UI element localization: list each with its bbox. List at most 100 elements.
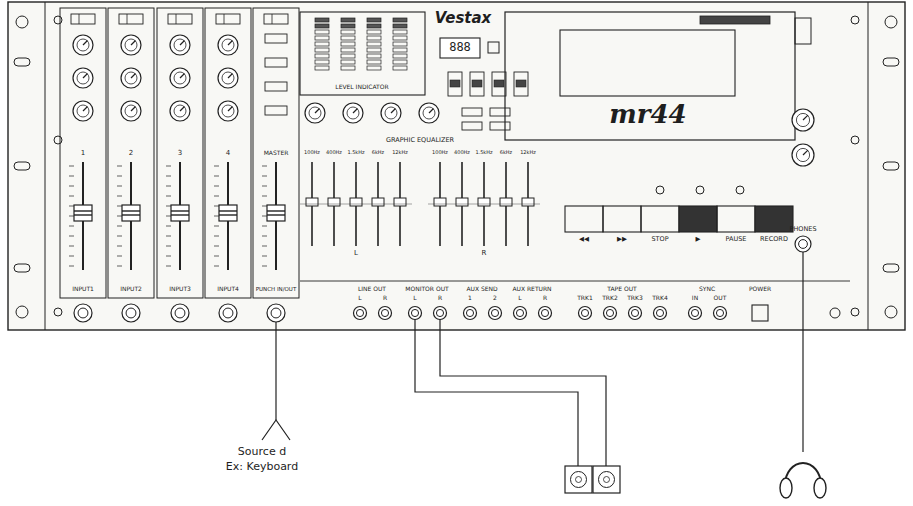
knob-cap <box>174 39 186 51</box>
knob-cap <box>796 148 809 161</box>
monitor-switch <box>490 108 510 116</box>
fader-tick <box>262 166 267 167</box>
eq-frequency: 400Hz <box>326 150 342 156</box>
rack-slot <box>883 58 899 66</box>
fader-tick <box>117 256 122 257</box>
eq-center-line <box>428 204 540 205</box>
group-label: TAPE OUT <box>607 286 636 293</box>
jack <box>489 307 502 320</box>
master-switch <box>265 106 287 115</box>
master-switch <box>265 82 287 91</box>
track-switch-mark <box>272 14 273 24</box>
jack <box>629 307 642 320</box>
selector-switch <box>448 72 462 96</box>
fader-tick <box>214 186 219 187</box>
fader-cap <box>267 205 285 221</box>
input-label: INPUT3 <box>169 286 191 293</box>
jack-socket <box>541 309 548 316</box>
keyboard-plug <box>262 420 290 440</box>
eq-knob <box>350 198 362 206</box>
channel-side: R <box>482 250 487 258</box>
eq-knob <box>372 198 384 206</box>
channel-number: 4 <box>226 150 230 158</box>
knob-pointer <box>353 109 358 114</box>
section-label: GRAPHIC EQUALIZER <box>386 137 454 144</box>
knob-pointer <box>429 109 434 114</box>
cassette-label-strip <box>700 16 770 24</box>
fader-tick <box>214 206 219 207</box>
rack-slot <box>14 264 30 272</box>
speaker-cone <box>599 472 615 488</box>
jack <box>434 307 447 320</box>
fader-tick <box>214 236 219 237</box>
jack-label: 1 <box>468 295 472 302</box>
meter-segment <box>367 36 381 40</box>
fader-grip <box>171 214 189 215</box>
fader-tick <box>166 216 171 217</box>
meter-segment <box>367 24 381 28</box>
fader-grip <box>267 214 285 215</box>
jack <box>219 304 237 322</box>
rack-panel <box>8 2 905 330</box>
jack <box>379 307 392 320</box>
knob-pointer <box>180 74 185 79</box>
eq-frequency: 100Hz <box>304 150 320 156</box>
fader-grip <box>122 210 140 211</box>
jack <box>354 307 367 320</box>
jack <box>795 236 811 252</box>
meter-segment <box>367 42 381 46</box>
eq-frequency: 1.5kHz <box>475 150 492 156</box>
knob-cap <box>125 105 137 117</box>
channel-strip <box>60 8 106 298</box>
jack-label: R <box>383 295 387 302</box>
group-label: LINE OUT <box>358 286 386 293</box>
knob <box>73 68 93 88</box>
meter-segment <box>393 18 407 22</box>
selector-knob <box>472 80 482 87</box>
eq-knob <box>434 198 446 206</box>
fader-tick <box>214 196 219 197</box>
panel-art <box>8 2 905 498</box>
fader-grip <box>171 210 189 211</box>
model-logo: mr44 <box>609 100 686 129</box>
meter-segment <box>341 66 355 70</box>
meter-segment <box>393 60 407 64</box>
eq-knob <box>500 198 512 206</box>
knob-pointer <box>180 41 185 46</box>
transport-label: ▶ <box>696 236 701 243</box>
jack-label: IN <box>692 295 698 302</box>
meter-segment <box>393 54 407 58</box>
channel-strip <box>108 8 154 298</box>
headphone-cable <box>802 252 803 452</box>
selector-switch <box>470 72 484 96</box>
jack-socket <box>356 309 363 316</box>
knob-pointer <box>83 41 88 46</box>
fader-tick <box>214 166 219 167</box>
rack-screw <box>885 306 897 318</box>
knob-pointer <box>391 109 396 114</box>
eq-frequency: 12kHz <box>520 150 536 156</box>
fader-tick <box>262 186 267 187</box>
fader-tick <box>262 176 267 177</box>
meter-segment <box>393 66 407 70</box>
rack-slot <box>14 162 30 170</box>
section-label: LEVEL INDICATOR <box>335 84 388 91</box>
fader-tick <box>262 196 267 197</box>
eq-knob <box>456 198 468 206</box>
group-label: MONITOR OUT <box>405 286 448 293</box>
knob <box>121 68 141 88</box>
channel-number: 3 <box>178 150 182 158</box>
group-label: POWER <box>749 286 771 293</box>
meter-segment <box>341 54 355 58</box>
fader-grip <box>219 210 237 211</box>
track-switch <box>264 14 288 24</box>
jack-socket <box>716 309 723 316</box>
rack-screw <box>885 16 897 28</box>
knob <box>218 68 238 88</box>
fader-tick <box>166 186 171 187</box>
fader-tick <box>166 196 171 197</box>
jack-socket <box>271 308 281 318</box>
selector-knob <box>494 80 504 87</box>
meter-segment <box>315 42 329 46</box>
meter-segment <box>393 30 407 34</box>
